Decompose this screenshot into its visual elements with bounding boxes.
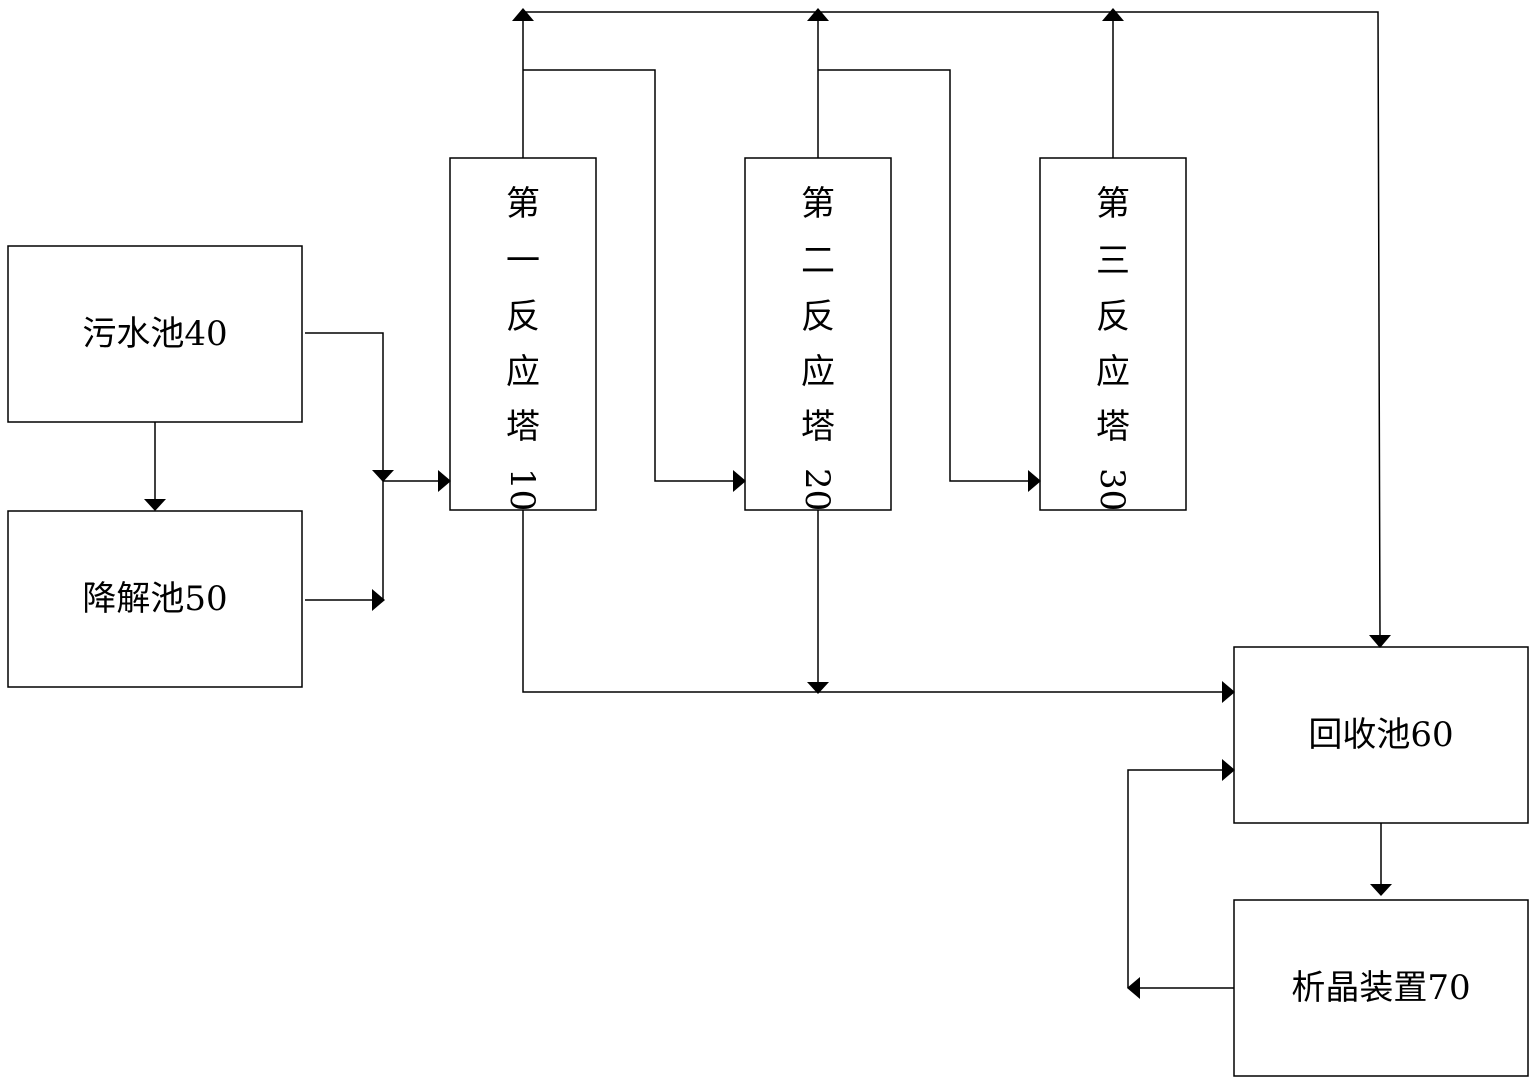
svg-text:反: 反 bbox=[801, 297, 835, 337]
degradation-tank-label: 降解池50 bbox=[82, 579, 227, 619]
svg-text:反: 反 bbox=[1096, 297, 1130, 337]
svg-text:应: 应 bbox=[506, 352, 540, 392]
svg-text:第: 第 bbox=[1096, 184, 1130, 224]
svg-text:塔: 塔 bbox=[506, 407, 540, 447]
recovery-tank-box bbox=[1233, 646, 1529, 824]
crystallizer-box bbox=[1233, 899, 1529, 1077]
degradation-tank-box bbox=[7, 510, 303, 688]
sewage-tank-label: 污水池40 bbox=[82, 314, 227, 354]
arrow-left-crystallizer-out bbox=[1127, 977, 1140, 999]
arrow-right-reactor-2 bbox=[733, 470, 746, 492]
arrow-down-recovery-top bbox=[1369, 635, 1391, 648]
sewage-to-junction-line bbox=[305, 332, 384, 472]
arrow-up-reactor-1 bbox=[512, 8, 534, 21]
arrow-up-reactor-2 bbox=[807, 8, 829, 21]
arrow-right-reactor-3 bbox=[1028, 470, 1041, 492]
svg-text:第: 第 bbox=[506, 184, 540, 224]
svg-text:10: 10 bbox=[502, 468, 542, 511]
reactor-1-bottom-line bbox=[522, 510, 1222, 693]
svg-text:二: 二 bbox=[801, 241, 835, 281]
arrow-down-reactor-2-bottom bbox=[807, 682, 829, 694]
svg-text:塔: 塔 bbox=[1096, 407, 1130, 447]
arrow-right-recovery-return bbox=[1222, 759, 1235, 781]
svg-text:应: 应 bbox=[801, 352, 835, 392]
arrow-down-degradation bbox=[144, 499, 166, 511]
arrow-right-recovery-main bbox=[1222, 681, 1235, 703]
sewage-tank-box bbox=[7, 245, 303, 423]
arrow-up-reactor-3 bbox=[1102, 8, 1124, 21]
recovery-tank-label: 回收池60 bbox=[1308, 715, 1453, 755]
arrow-right-reactor-1 bbox=[438, 470, 451, 492]
reactor-1-to-reactor-2-line bbox=[523, 69, 733, 482]
top-header-line bbox=[523, 11, 1381, 637]
reactor-2-box bbox=[744, 157, 892, 511]
reactor-3-box bbox=[1039, 157, 1187, 511]
svg-text:第: 第 bbox=[801, 184, 835, 224]
arrow-down-junction bbox=[372, 470, 394, 482]
svg-text:反: 反 bbox=[506, 297, 540, 337]
svg-text:30: 30 bbox=[1092, 468, 1132, 511]
svg-text:三: 三 bbox=[1096, 241, 1130, 281]
return-loop-line bbox=[1127, 769, 1222, 988]
reactor-2-label: 第 二 反 应 塔 20 bbox=[797, 184, 837, 511]
arrow-down-crystallizer bbox=[1370, 884, 1392, 896]
crystallizer-label: 析晶装置70 bbox=[1291, 968, 1470, 1008]
svg-text:塔: 塔 bbox=[801, 407, 835, 447]
svg-text:应: 应 bbox=[1096, 352, 1130, 392]
reactor-2-to-reactor-3-line bbox=[818, 69, 1028, 482]
reactor-3-label: 第 三 反 应 塔 30 bbox=[1092, 184, 1132, 511]
svg-text:20: 20 bbox=[797, 468, 837, 511]
reactor-1-label: 第 一 反 应 塔 10 bbox=[502, 184, 542, 511]
arrow-right-degradation-out bbox=[372, 589, 385, 611]
svg-text:一: 一 bbox=[506, 241, 540, 281]
